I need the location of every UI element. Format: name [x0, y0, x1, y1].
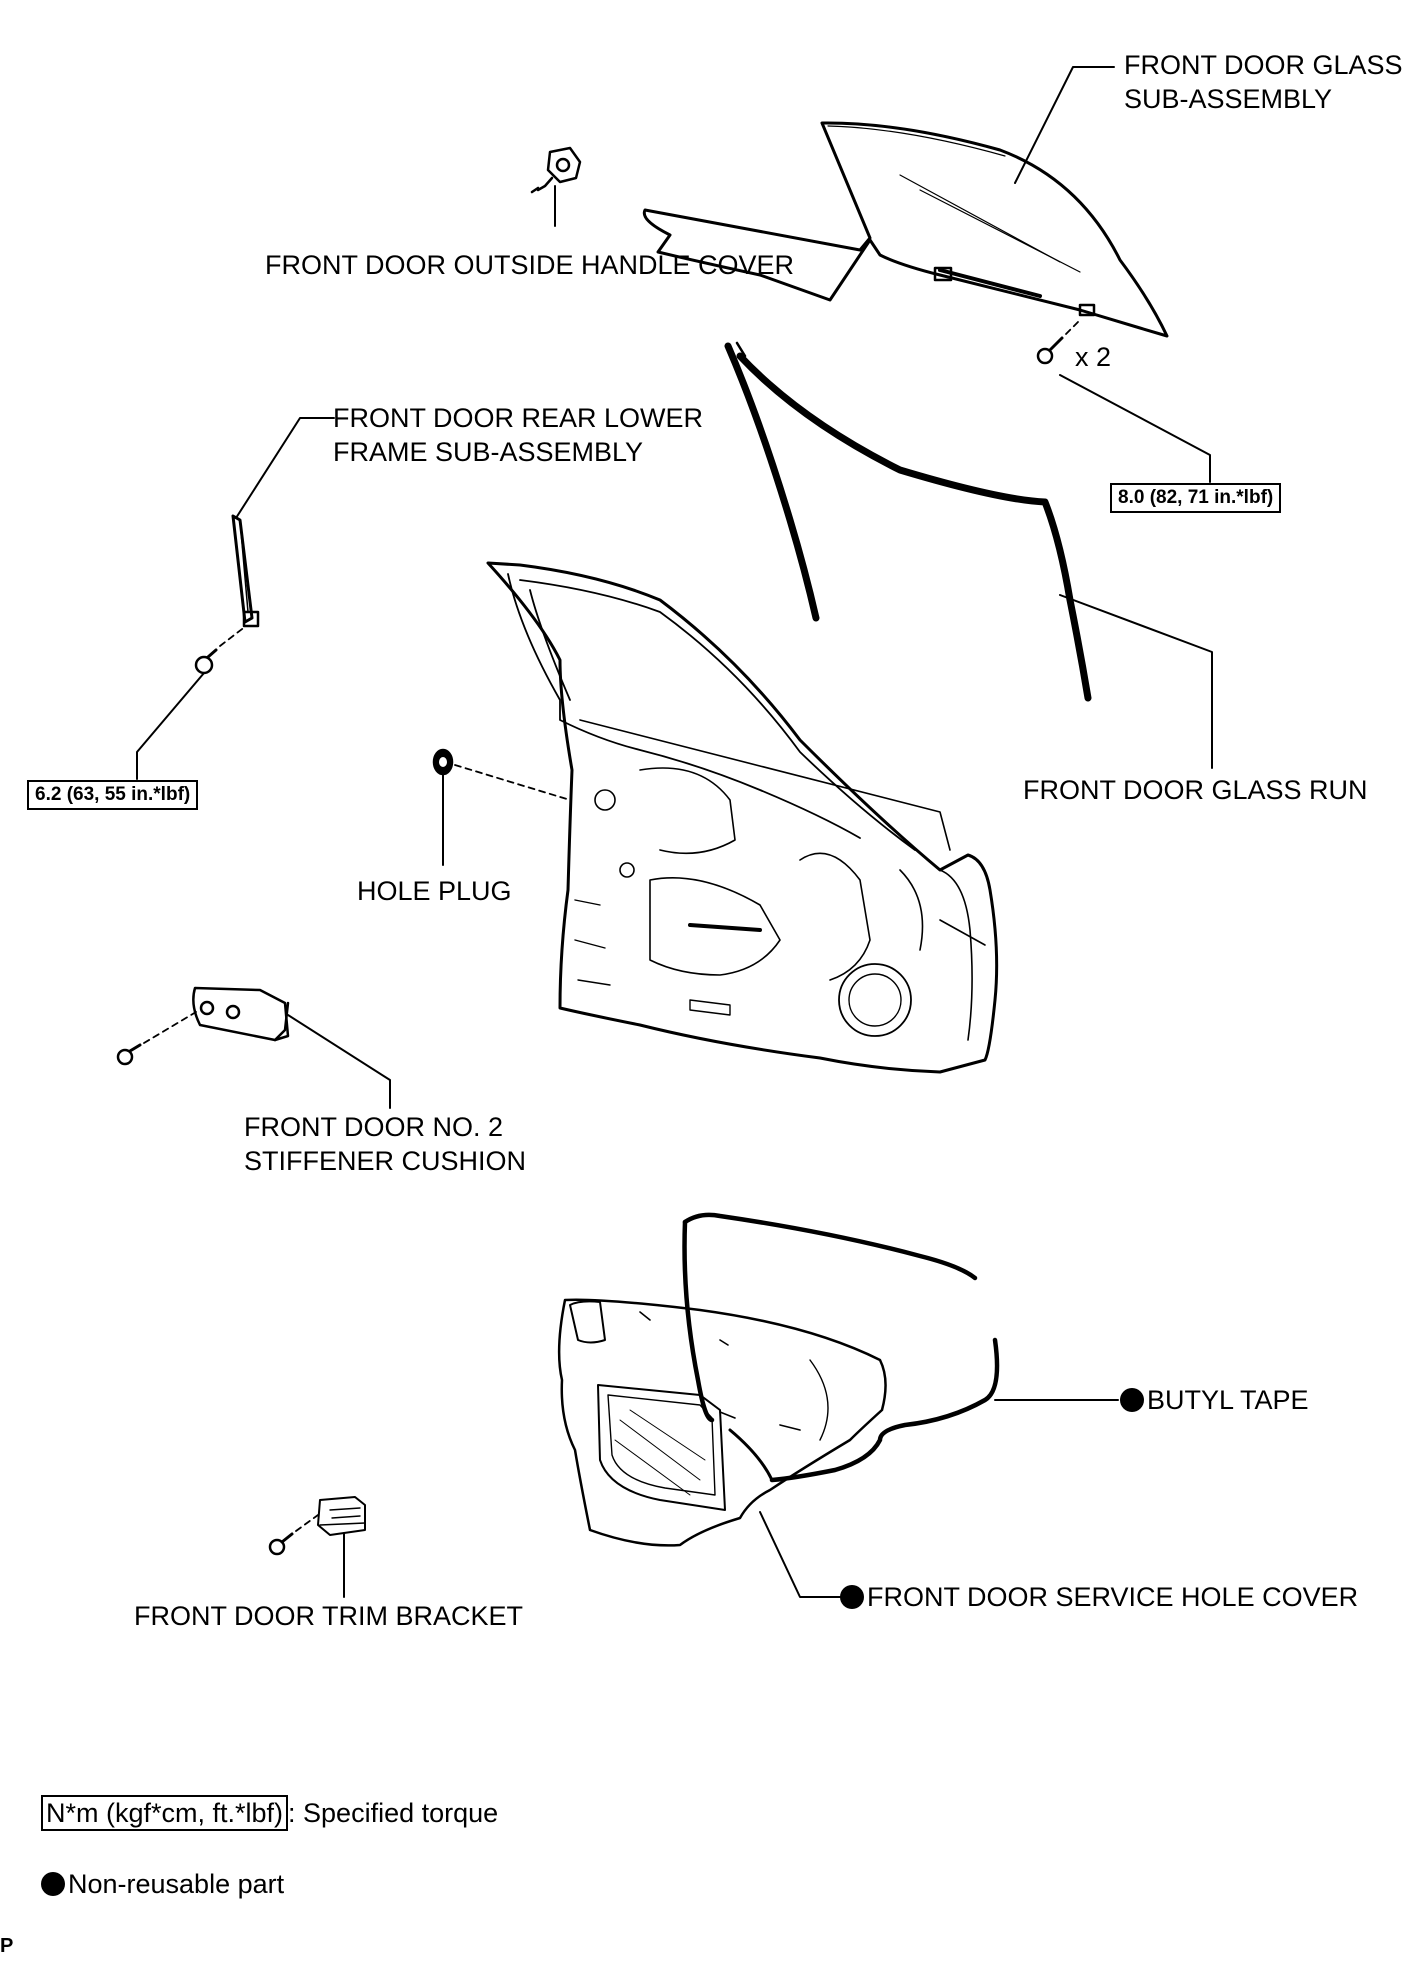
label-front-door-trim-bracket: FRONT DOOR TRIM BRACKET	[134, 1601, 524, 1631]
non-reusable-dot-icon	[41, 1872, 65, 1896]
corner-mark: P	[0, 1935, 14, 1957]
label-front-door-glass-sub-assembly: FRONT DOOR GLASS SUB-ASSEMBLY	[1124, 48, 1403, 116]
label-front-door-glass-run: FRONT DOOR GLASS RUN	[1023, 775, 1368, 805]
torque-frame-bolt: 6.2 (63, 55 in.*lbf)	[27, 780, 199, 810]
label-front-door-service-hole-cover: FRONT DOOR SERVICE HOLE COVER	[840, 1580, 1358, 1614]
torque-glass-bolt: 8.0 (82, 71 in.*lbf)	[1110, 483, 1282, 513]
label-line: FRONT DOOR NO. 2	[244, 1112, 504, 1142]
non-reusable-dot-icon	[840, 1585, 864, 1609]
legend-torque-desc: : Specified torque	[288, 1798, 499, 1828]
label-line: STIFFENER CUSHION	[244, 1146, 527, 1176]
label-front-door-outside-handle-cover: FRONT DOOR OUTSIDE HANDLE COVER	[265, 250, 795, 280]
handle-cover-drawing	[530, 146, 582, 194]
legend-torque: N*m (kgf*cm, ft.*lbf): Specified torque	[41, 1795, 498, 1831]
label-line: FRONT DOOR REAR LOWER	[333, 403, 704, 433]
legend-torque-units-box: N*m (kgf*cm, ft.*lbf)	[41, 1795, 289, 1831]
glass-bolt-drawing	[1036, 321, 1079, 365]
door-glass-drawing	[642, 121, 1169, 338]
label-butyl-tape: BUTYL TAPE	[1120, 1383, 1309, 1417]
hole-plug-drawing	[432, 748, 571, 801]
trim-bracket-drawing	[268, 1496, 366, 1556]
label-hole-plug: HOLE PLUG	[357, 876, 512, 906]
label-line: FRONT DOOR GLASS	[1124, 50, 1403, 80]
label-front-door-no2-stiffener-cushion: FRONT DOOR NO. 2 STIFFENER CUSHION	[244, 1110, 526, 1178]
legend-non-reusable: Non-reusable part	[41, 1867, 284, 1901]
label-line: FRAME SUB-ASSEMBLY	[333, 437, 644, 467]
label-front-door-rear-lower-frame: FRONT DOOR REAR LOWER FRAME SUB-ASSEMBLY	[333, 401, 703, 469]
butyl-tape-drawing	[682, 1212, 1000, 1483]
legend-non-reusable-text: Non-reusable part	[68, 1869, 285, 1899]
leader-lines	[136, 66, 1213, 1598]
stiffener-cushion-drawing	[192, 986, 290, 1042]
non-reusable-dot-icon	[1120, 1388, 1144, 1412]
cushion-bolt-drawing	[116, 1011, 197, 1066]
service-hole-cover-drawing	[557, 1298, 887, 1547]
label-text: BUTYL TAPE	[1147, 1385, 1309, 1415]
label-text: FRONT DOOR SERVICE HOLE COVER	[867, 1582, 1359, 1612]
glass-run-drawing	[724, 341, 1092, 702]
door-panel-drawing	[486, 561, 999, 1074]
label-quantity-x2: x 2	[1075, 342, 1112, 372]
frame-bolt-drawing	[194, 625, 247, 675]
rear-lower-frame-drawing	[231, 514, 260, 628]
label-line: SUB-ASSEMBLY	[1124, 84, 1333, 114]
